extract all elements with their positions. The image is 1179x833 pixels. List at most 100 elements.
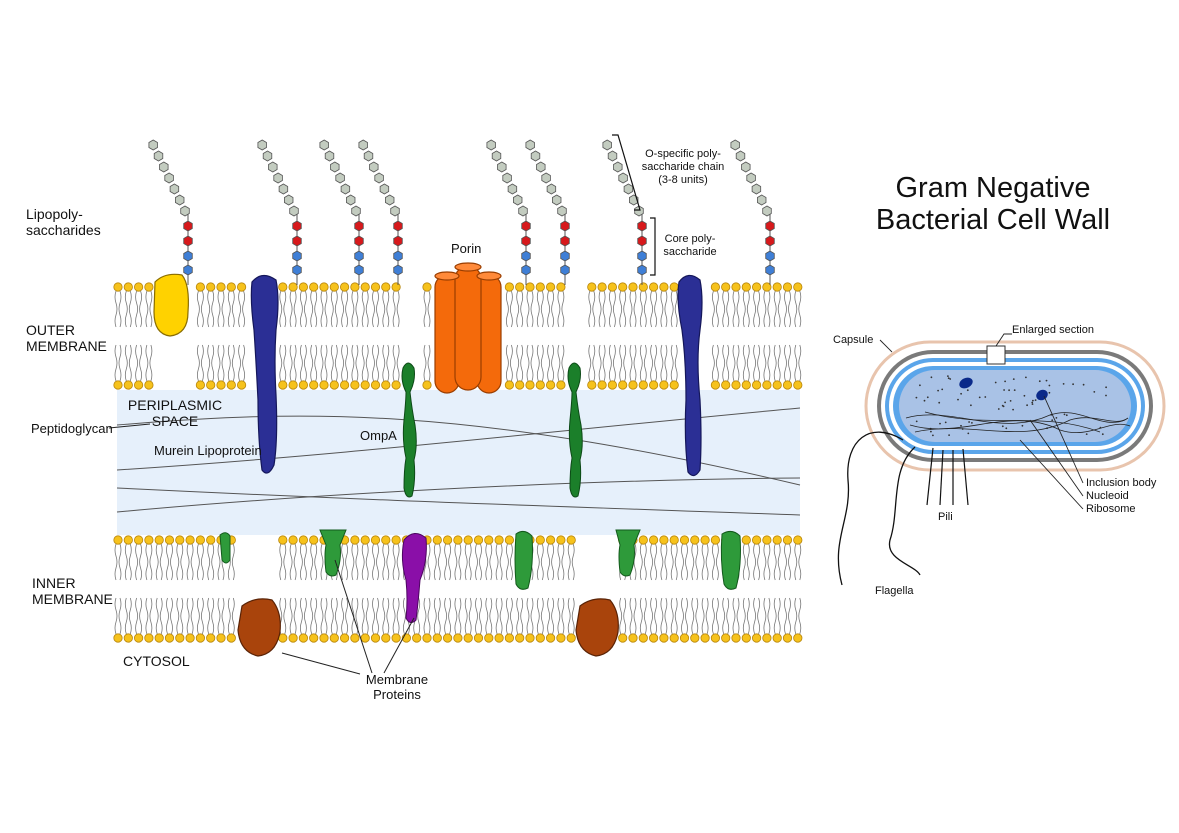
lipid-tail <box>145 543 153 635</box>
lipid-head <box>648 380 659 390</box>
lipid-tail <box>536 543 544 635</box>
lipid-head <box>504 633 514 643</box>
lipid-tail <box>475 543 482 635</box>
lipid-head <box>144 380 154 390</box>
ribosome-dot <box>915 396 918 399</box>
outer-membrane-label: OUTER MEMBRANE <box>26 322 107 354</box>
lipid-head <box>206 633 216 643</box>
sugar-unit <box>262 150 273 162</box>
lipid-tail <box>784 543 791 635</box>
lps-chain <box>319 139 364 285</box>
lipid-tail <box>197 543 204 635</box>
ribosome-dot <box>923 399 926 402</box>
lipid-head <box>237 282 247 292</box>
lipid-tail <box>536 290 544 382</box>
ribosome-dot <box>947 377 950 380</box>
lipid-tail <box>485 543 493 635</box>
lipid-head <box>690 633 700 643</box>
lipid-head <box>772 380 782 390</box>
lipid-head <box>350 535 360 545</box>
lipid-head <box>731 282 741 292</box>
lipid-head <box>782 633 793 643</box>
sugar-unit <box>560 235 570 247</box>
lipid-head <box>206 380 216 390</box>
sugar-unit <box>560 250 570 262</box>
sugar-unit <box>637 250 647 262</box>
ribosome-dot <box>949 378 952 380</box>
lipid-head <box>195 535 205 545</box>
lipid-tail <box>300 290 307 382</box>
lipid-head <box>762 282 772 292</box>
lipid-head <box>741 633 751 643</box>
sugar-unit <box>634 205 644 217</box>
flagella-label: Flagella <box>875 585 914 597</box>
lipid-head <box>144 535 154 545</box>
sugar-unit <box>546 183 557 195</box>
lipid-tail <box>176 543 184 635</box>
core-line-2: saccharide <box>663 246 717 258</box>
lipid-head <box>700 633 710 643</box>
sugar-unit <box>292 220 302 232</box>
lipid-tail <box>341 290 348 382</box>
lipid-head <box>772 282 782 292</box>
lipid-tail <box>722 290 730 382</box>
lipid-head <box>154 633 164 643</box>
lipid-tail <box>639 543 647 635</box>
sugar-unit <box>159 161 169 173</box>
lipid-tail <box>279 290 287 382</box>
lipid-tail <box>361 543 369 635</box>
lipid-tail <box>464 543 472 635</box>
lipid-head <box>298 380 308 390</box>
lipid-tail <box>609 290 616 382</box>
lipid-head <box>195 633 205 643</box>
murein-lipoprotein-label: Murein Lipoprotein <box>154 443 262 458</box>
sugar-unit <box>393 235 403 247</box>
lipid-head <box>381 633 391 643</box>
ribosome-dot <box>971 422 973 424</box>
lipid-head <box>360 535 370 545</box>
lipid-head <box>360 633 370 643</box>
o-specific-line-3: (3-8 units) <box>658 174 708 186</box>
lipid-head <box>721 282 731 292</box>
lipid-head <box>545 282 556 292</box>
lipid-tail <box>382 290 390 382</box>
sugar-unit <box>183 264 193 276</box>
lipid-tail <box>526 290 534 382</box>
pili <box>926 447 969 506</box>
sugar-unit <box>521 250 531 262</box>
ribosome-dot <box>915 420 918 423</box>
lipid-tail <box>670 543 678 635</box>
lipid-head <box>545 535 556 545</box>
core-line-1: Core poly- <box>664 233 716 245</box>
sugar-unit <box>746 172 756 184</box>
lipid-head <box>309 380 319 390</box>
lipid-head <box>463 535 473 545</box>
lipid-tail <box>300 543 307 635</box>
sugar-unit <box>637 235 647 247</box>
ribosome-dot <box>1001 404 1004 407</box>
periplasmic-space-label: PERIPLASMIC SPACE <box>122 397 228 429</box>
lipid-head <box>226 282 236 292</box>
inner-membrane-label: INNER MEMBRANE <box>32 575 113 607</box>
lipid-tail <box>742 543 750 635</box>
lipid-head <box>659 535 669 545</box>
porin-label: Porin <box>451 241 482 256</box>
lipid-head <box>618 633 628 643</box>
lipid-tail <box>289 290 297 382</box>
ribosome-label: Ribosome <box>1086 503 1136 515</box>
sugar-unit <box>324 150 335 162</box>
lipid-head <box>175 633 185 643</box>
lipid-tail <box>732 290 740 382</box>
lipid-tail <box>197 290 204 382</box>
ribosome-dot <box>1032 399 1034 402</box>
sugar-unit <box>530 150 541 162</box>
lipid-tail <box>516 290 524 382</box>
lipid-head <box>278 282 288 292</box>
ribosome-dot <box>1082 383 1085 386</box>
lipid-tail <box>629 290 637 382</box>
lipid-head <box>700 535 710 545</box>
lipid-head <box>113 380 123 390</box>
lipid-head <box>195 380 205 390</box>
sugar-unit <box>486 139 496 151</box>
lipid-head <box>370 535 381 545</box>
